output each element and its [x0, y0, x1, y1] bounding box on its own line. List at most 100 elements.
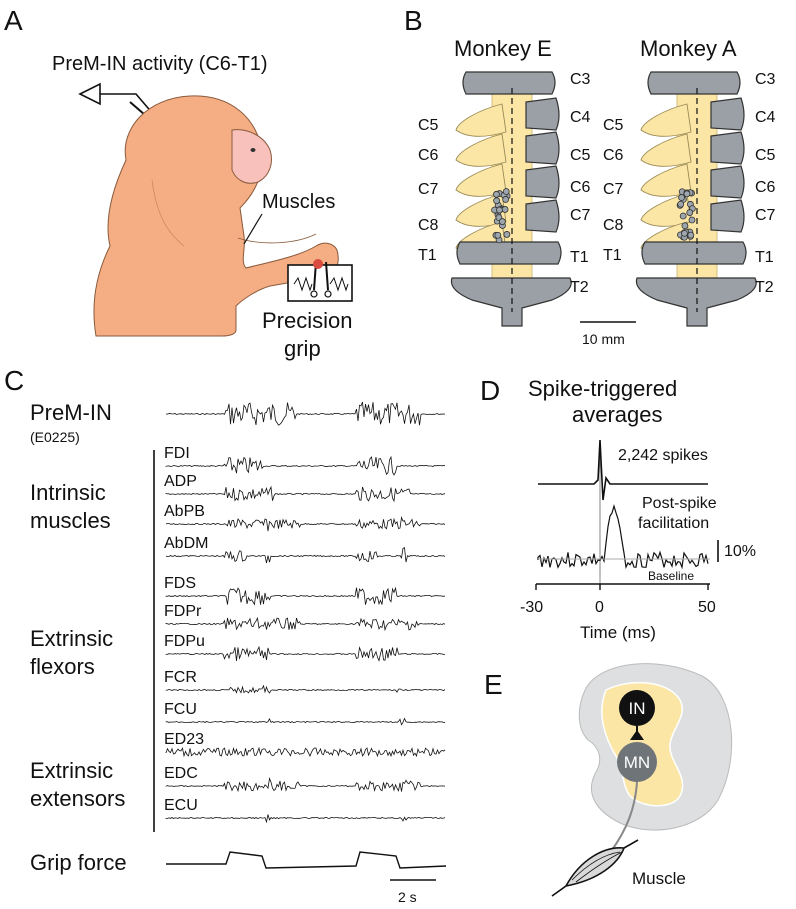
- emg-trace: [165, 546, 446, 564]
- x-axis-label-d: Time (ms): [580, 623, 656, 642]
- muscle-label: FDPu: [164, 633, 205, 650]
- emg-traces: FDIADPAbPBAbDMFDSFDPrFDPuFCRFCUED23EDCEC…: [164, 401, 447, 869]
- force-label: Grip force: [30, 850, 127, 875]
- neuron-dot: [501, 206, 509, 213]
- panel-d: D Spike-triggered averages 2,242 spikes …: [480, 375, 756, 642]
- vertebra: [450, 277, 572, 327]
- emg-trace: [165, 616, 446, 632]
- vertebra: [525, 199, 560, 233]
- root-label: C6: [418, 147, 439, 164]
- emg-trace: [165, 814, 446, 824]
- x-tick-d-0: -30: [520, 599, 543, 616]
- muscle-label: EDC: [164, 765, 198, 782]
- spine-title: Monkey E: [454, 36, 552, 61]
- emg-trace: [165, 746, 446, 758]
- neuron-dot: [496, 206, 503, 214]
- vertebra: [710, 199, 745, 233]
- muscle-label: FCU: [164, 701, 197, 718]
- emg-trace: [165, 777, 446, 793]
- neuron-dot: [494, 231, 502, 239]
- muscle-label: FCR: [164, 669, 197, 686]
- vertebra: [525, 97, 560, 131]
- nerve-root: [640, 133, 692, 167]
- muscle-label: FDI: [164, 445, 190, 462]
- neuron-dot: [683, 190, 691, 198]
- spine-title: Monkey A: [640, 36, 737, 61]
- vertebra-label: T1: [755, 249, 774, 266]
- spike-average-trace: [538, 439, 708, 501]
- vertebra-label: C4: [755, 109, 776, 126]
- synapse-icon: [630, 730, 644, 740]
- vertebra-label: C3: [570, 71, 591, 88]
- vertebra-label: C7: [755, 207, 776, 224]
- vertebra: [462, 71, 556, 95]
- muscle-icon: [551, 839, 639, 897]
- scale-label-b: 10 mm: [582, 331, 625, 347]
- emg-average-trace: [537, 503, 709, 570]
- neuron-dot: [503, 231, 511, 238]
- panel-c-letter: C: [4, 365, 24, 396]
- vertebra-label: T2: [755, 279, 774, 296]
- spike-count-label: 2,242 spikes: [618, 447, 708, 464]
- neuron-dot: [493, 190, 500, 198]
- mn-label: MN: [624, 753, 650, 772]
- vertebra-label: C3: [755, 71, 776, 88]
- vertebra: [641, 241, 747, 265]
- panel-c: C PreM-IN (E0225) Intrinsic muscles Extr…: [4, 365, 447, 905]
- neuron-label: PreM-IN: [30, 400, 112, 425]
- neuron-dot: [678, 194, 685, 201]
- in-label: IN: [629, 699, 646, 718]
- sta-title-line1: Spike-triggered: [528, 376, 677, 401]
- vertebra-label: T2: [570, 279, 589, 296]
- panel-e-letter: E: [484, 669, 503, 700]
- root-label: C5: [418, 117, 439, 134]
- root-label: C8: [603, 217, 624, 234]
- group-label-intrinsic-1: Intrinsic: [30, 480, 106, 505]
- emg-trace: [165, 586, 446, 606]
- panel-b-letter: B: [404, 5, 423, 36]
- muscle-label: ECU: [164, 797, 198, 814]
- neuron-dot: [687, 231, 695, 239]
- group-label-extensors-2: extensors: [30, 786, 125, 811]
- group-label-intrinsic-2: muscles: [30, 508, 111, 533]
- neuron-dot: [498, 218, 506, 225]
- muscle-label: FDS: [164, 575, 196, 592]
- vertebra-label: C7: [570, 207, 591, 224]
- neuron-id: (E0225): [30, 429, 80, 445]
- vertebra-label: C4: [570, 109, 591, 126]
- root-label: C7: [418, 181, 439, 198]
- neuron-dot: [677, 200, 685, 208]
- baseline-label: Baseline: [648, 569, 694, 583]
- neuron-dot: [493, 197, 501, 205]
- emg-trace: [165, 717, 446, 726]
- x-tick-d-2: 50: [698, 599, 716, 616]
- nerve-root: [455, 103, 507, 137]
- motor-axon: [611, 781, 638, 851]
- vertebra-label: C6: [755, 179, 776, 196]
- neuron-dot: [686, 209, 694, 216]
- nerve-root: [640, 103, 692, 137]
- emg-trace: [165, 684, 446, 694]
- vertebra-label: C5: [570, 147, 591, 164]
- motoneuron-icon: [617, 742, 657, 782]
- scale-label-d: 10%: [724, 543, 756, 560]
- emg-trace: [165, 485, 446, 503]
- vertebra: [710, 131, 745, 165]
- psf-label-line1: Post-spike: [642, 495, 717, 512]
- neuron-dot: [688, 216, 696, 224]
- emg-trace: [165, 455, 446, 476]
- muscle-label: AbPB: [164, 503, 205, 520]
- activity-label: PreM-IN activity (C6-T1): [52, 53, 268, 75]
- group-label-extensors-1: Extrinsic: [30, 758, 113, 783]
- panel-d-letter: D: [480, 375, 500, 406]
- scale-label-c: 2 s: [398, 889, 417, 905]
- interneuron-icon: [619, 690, 655, 726]
- muscle-label: ADP: [164, 473, 197, 490]
- vertebra-label: C5: [755, 147, 776, 164]
- neuron-dot: [502, 196, 510, 203]
- vertebra-label: T1: [570, 249, 589, 266]
